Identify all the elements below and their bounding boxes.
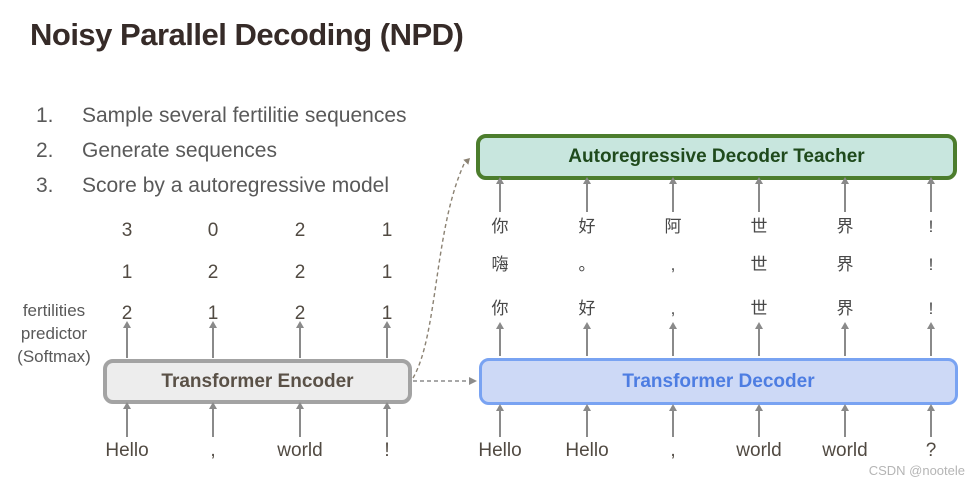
dashed-connectors bbox=[412, 158, 477, 385]
decoder-output-token: 嗨 bbox=[491, 255, 509, 274]
decoder-output-token: 世 bbox=[750, 217, 768, 236]
arrow-up-icon bbox=[669, 404, 677, 437]
predictor-label-line: (Softmax) bbox=[17, 347, 91, 366]
arrow-up-icon bbox=[669, 177, 677, 212]
step-text: Generate sequences bbox=[82, 139, 277, 162]
fertility-value: 1 bbox=[381, 220, 393, 241]
decoder-output-token: 好 bbox=[578, 299, 596, 318]
arrow-up-right-icon bbox=[463, 158, 470, 165]
fertility-value: 2 bbox=[294, 262, 306, 283]
decoder-output-token: 阿 bbox=[664, 217, 682, 236]
arrow-up-icon bbox=[841, 404, 849, 437]
watermark: CSDN @nootele bbox=[868, 463, 965, 478]
encoder-input-token: ! bbox=[384, 440, 390, 461]
arrow-up-icon bbox=[841, 322, 849, 356]
fertility-value: 2 bbox=[121, 303, 133, 324]
decoder-output-token: ! bbox=[928, 299, 934, 318]
fertility-value: 2 bbox=[207, 262, 219, 283]
page-title: Noisy Parallel Decoding (NPD) bbox=[30, 17, 464, 52]
step-number: 3. bbox=[36, 174, 54, 197]
predictor-label-line: fertilities bbox=[22, 301, 86, 320]
encoder-input-token: , bbox=[210, 440, 216, 461]
fertility-value: 0 bbox=[207, 220, 219, 241]
transformer-encoder-box: Transformer Encoder bbox=[103, 359, 412, 404]
decoder-output-token: ! bbox=[928, 217, 934, 236]
decoder-output-token: ! bbox=[928, 255, 934, 274]
decoder-output-token: 好 bbox=[578, 217, 596, 236]
predictor-label-line: predictor bbox=[20, 324, 88, 343]
arrow-up-icon bbox=[383, 321, 391, 358]
arrow-up-icon bbox=[496, 322, 504, 356]
arrow-up-icon bbox=[583, 404, 591, 437]
arrow-up-icon bbox=[383, 402, 391, 437]
decoder-input-token: ? bbox=[925, 440, 937, 461]
decoder-output-token: , bbox=[670, 255, 676, 274]
arrow-up-icon bbox=[209, 321, 217, 358]
arrow-up-icon bbox=[755, 322, 763, 356]
arrow-up-icon bbox=[669, 322, 677, 356]
transformer-decoder-box: Transformer Decoder bbox=[479, 358, 958, 405]
arrow-up-icon bbox=[496, 404, 504, 437]
decoder-input-token: world bbox=[736, 440, 782, 461]
decoder-output-token: 界 bbox=[836, 299, 854, 318]
decoder-output-token: 界 bbox=[836, 255, 854, 274]
fertility-value: 1 bbox=[121, 262, 133, 283]
decoder-output-token: 你 bbox=[491, 299, 509, 318]
arrow-up-icon bbox=[841, 177, 849, 212]
fertility-value: 1 bbox=[207, 303, 219, 324]
decoder-output-token: 世 bbox=[750, 255, 768, 274]
fertility-value: 3 bbox=[121, 220, 133, 241]
arrow-up-icon bbox=[296, 402, 304, 437]
arrow-up-icon bbox=[755, 177, 763, 212]
encoder-to-teacher-dashed-curve bbox=[412, 163, 465, 379]
step-text: Score by a autoregressive model bbox=[82, 174, 389, 197]
encoder-label: Transformer Encoder bbox=[161, 370, 354, 392]
teacher-label: Autoregressive Decoder Teacher bbox=[568, 146, 865, 167]
arrow-right-icon bbox=[469, 377, 477, 385]
arrow-up-icon bbox=[583, 177, 591, 212]
arrow-up-icon bbox=[123, 402, 131, 437]
arrow-up-icon bbox=[296, 321, 304, 358]
fertility-value: 1 bbox=[381, 303, 393, 324]
arrow-up-icon bbox=[755, 404, 763, 437]
arrow-up-icon bbox=[583, 322, 591, 356]
arrow-up-icon bbox=[209, 402, 217, 437]
encoder-input-token: world bbox=[277, 440, 323, 461]
arrow-up-icon bbox=[496, 177, 504, 212]
decoder-output-token: 界 bbox=[836, 217, 854, 236]
decoder-input-token: Hello bbox=[478, 440, 522, 461]
decoder-output-token: , bbox=[670, 299, 676, 318]
encoder-input-token: Hello bbox=[105, 440, 149, 461]
decoder-input-token: Hello bbox=[565, 440, 609, 461]
decoder-output-token: 。 bbox=[578, 255, 596, 274]
decoder-input-token: world bbox=[822, 440, 868, 461]
autoregressive-decoder-teacher-box: Autoregressive Decoder Teacher bbox=[476, 134, 957, 180]
fertilities-predictor-label: fertilities predictor (Softmax) bbox=[3, 299, 105, 368]
arrow-up-icon bbox=[927, 404, 935, 437]
step-number: 1. bbox=[36, 104, 54, 127]
decoder-input-token: , bbox=[670, 440, 676, 461]
arrow-up-icon bbox=[123, 321, 131, 358]
fertility-value: 2 bbox=[294, 303, 306, 324]
fertility-value: 2 bbox=[294, 220, 306, 241]
decoder-output-token: 世 bbox=[750, 299, 768, 318]
step-text: Sample several fertilitie sequences bbox=[82, 104, 407, 127]
arrow-up-icon bbox=[927, 177, 935, 212]
fertility-value: 1 bbox=[381, 262, 393, 283]
decoder-output-token: 你 bbox=[491, 217, 509, 236]
arrow-up-icon bbox=[927, 322, 935, 356]
decoder-label: Transformer Decoder bbox=[622, 370, 815, 392]
step-number: 2. bbox=[36, 139, 54, 162]
